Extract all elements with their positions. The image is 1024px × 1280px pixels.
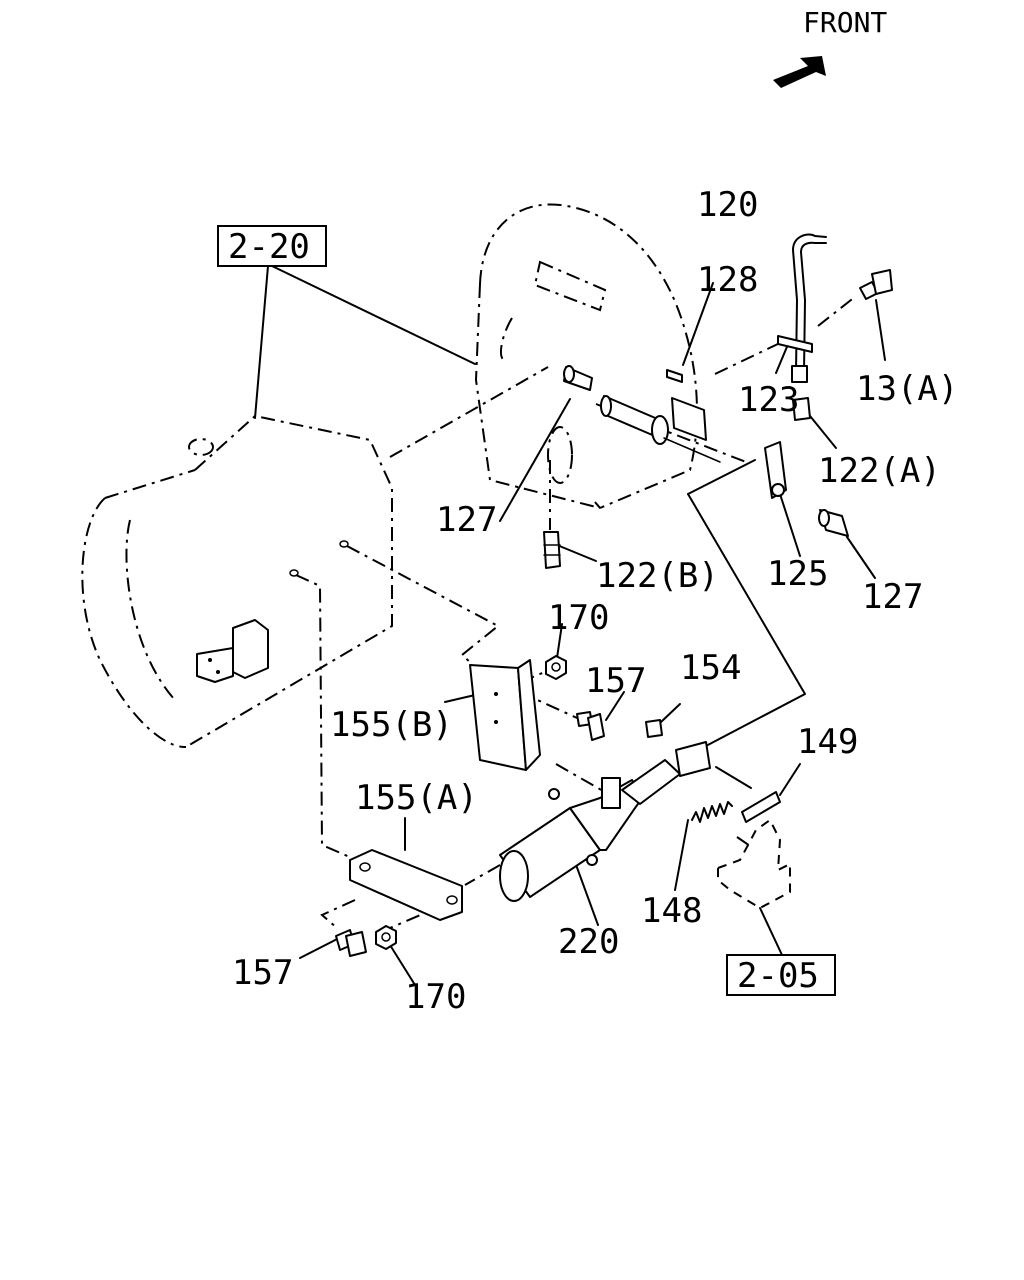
callout-125: 125: [767, 554, 828, 594]
callout-155a: 155(A): [355, 778, 478, 818]
callout-128: 128: [697, 260, 758, 300]
bracket-2-05-outline: [717, 818, 791, 910]
callout-155b: 155(B): [330, 705, 453, 745]
callout-13a: 13(A): [856, 369, 958, 409]
callout-122b: 122(B): [596, 556, 719, 596]
part-155b-bracket: [469, 659, 541, 771]
part-170-lower-nut: [375, 925, 397, 950]
callout-157-lower: 157: [232, 953, 293, 993]
part-122b-nipple: [543, 531, 561, 569]
front-label: FRONT: [803, 6, 887, 39]
callout-127-right: 127: [862, 577, 923, 617]
bell-housing: [474, 203, 698, 509]
part-122a-nipple: [792, 397, 811, 421]
callout-220: 220: [558, 922, 619, 962]
callout-149: 149: [797, 722, 858, 762]
part-148-spring: [691, 801, 733, 823]
part-170-upper-nut: [545, 655, 567, 680]
release-shaft: [600, 395, 721, 463]
part-220-cylinder: [499, 741, 711, 902]
part-154-bolt: [645, 719, 663, 738]
callout-170-upper: 170: [548, 598, 609, 638]
part-13a-bolt: [859, 269, 893, 300]
transmission-housing: [81, 414, 393, 749]
part-127-fitting: [563, 365, 593, 391]
part-155a-bracket: [349, 849, 463, 921]
callout-170-lower: 170: [405, 977, 466, 1017]
callout-148: 148: [641, 891, 702, 931]
ref-box-2-20[interactable]: 2-20: [217, 225, 327, 267]
part-120-pipe: [777, 233, 827, 383]
leader-lines: [254, 265, 886, 986]
part-127-right-fitting: [818, 509, 849, 537]
part-157-lower-bolt: [335, 929, 367, 957]
ref-label-2-05: 2-05: [737, 956, 819, 996]
callout-122a: 122(A): [818, 451, 941, 491]
part-157-upper-bolt: [576, 711, 605, 741]
part-128-pin: [666, 369, 683, 383]
callout-127-upper: 127: [436, 500, 497, 540]
front-indicator: FRONT: [773, 6, 887, 88]
callout-154: 154: [680, 648, 741, 688]
callout-123: 123: [738, 380, 799, 420]
part-125-lever: [764, 441, 787, 499]
callout-labels: 120 128 13(A) 123 122(A) 127 122(B) 125 …: [232, 185, 958, 1017]
front-arrow-icon: [773, 56, 826, 88]
callout-157-upper: 157: [585, 661, 646, 701]
part-149-plate: [741, 791, 781, 823]
ref-box-2-05[interactable]: 2-05: [726, 954, 836, 996]
ref-label-2-20: 2-20: [228, 227, 310, 267]
callout-120: 120: [697, 185, 758, 225]
